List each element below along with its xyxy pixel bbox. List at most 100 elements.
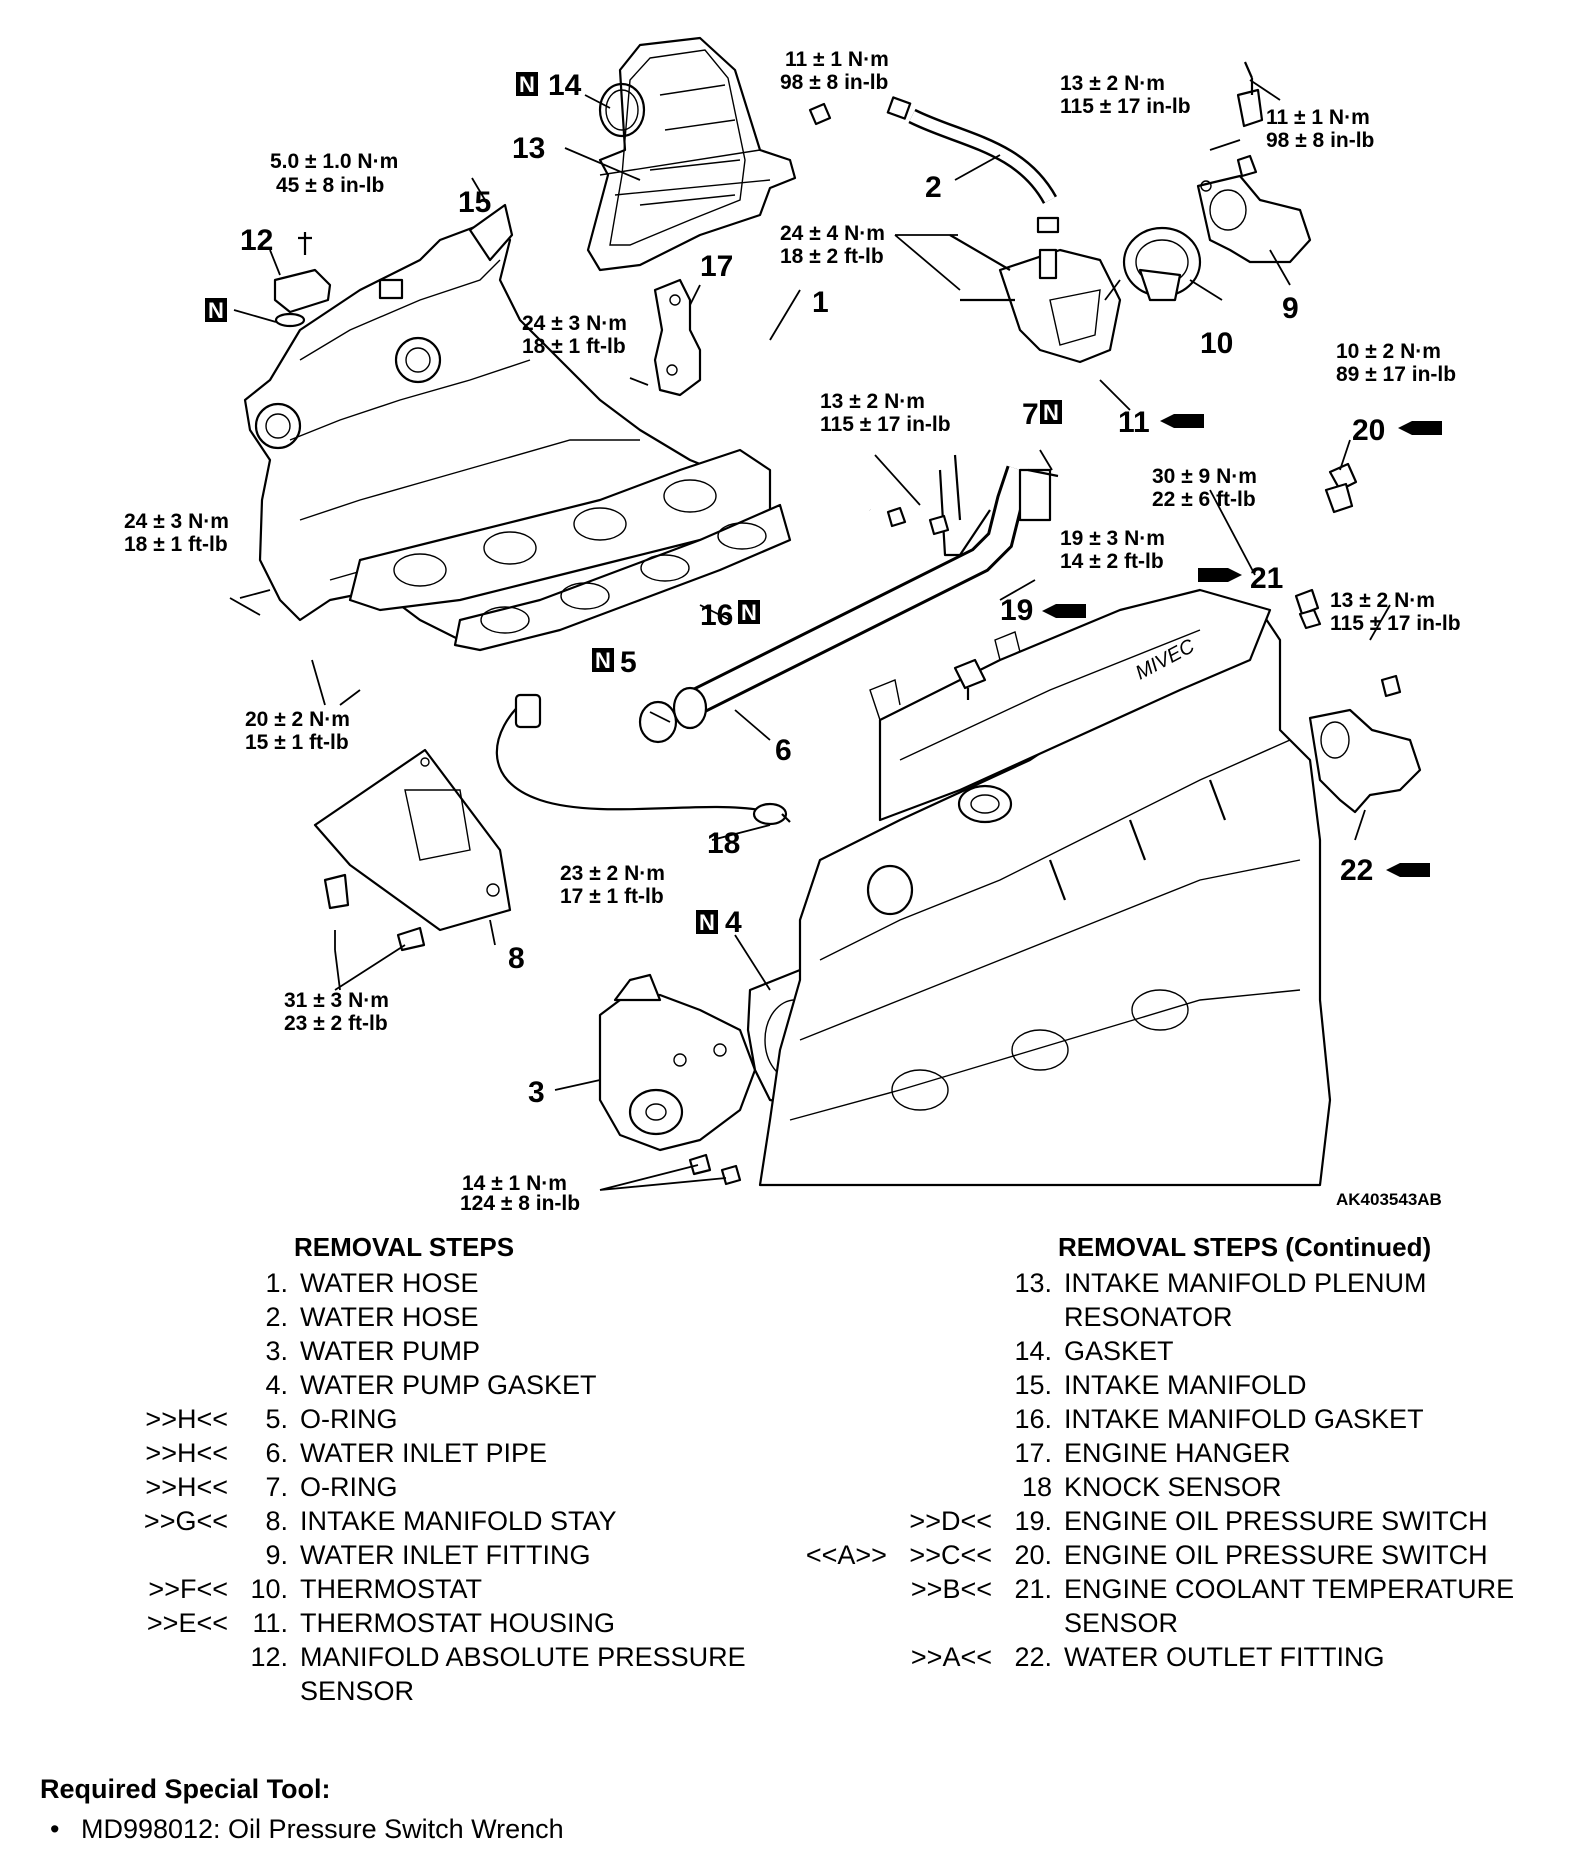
- torque-bracket-inlb: 115 ± 17 in-lb: [1060, 95, 1191, 118]
- list-item-continued: RESONATOR: [1064, 1302, 1233, 1332]
- list-item: 14.GASKET: [1014, 1336, 1174, 1366]
- bracket-bolts: [1236, 61, 1264, 178]
- list-item: 13.INTAKE MANIFOLD PLENUM: [1014, 1268, 1427, 1298]
- list-item: 16.INTAKE MANIFOLD GASKET: [1014, 1404, 1424, 1434]
- figure-id: AK403543AB: [1336, 1190, 1442, 1209]
- callout-22: 22: [1340, 854, 1373, 887]
- gasket-14: [598, 82, 646, 138]
- torque-pump-nm: 14 ± 1 N·m: [462, 1172, 567, 1195]
- list-item: >>D<<19.ENGINE OIL PRESSURE SWITCH: [909, 1506, 1488, 1536]
- callout-20: 20: [1352, 414, 1385, 447]
- list-item: 17.ENGINE HANGER: [1014, 1438, 1291, 1468]
- callout-numbers: 1 2 3 4 5 6 7 8 9 10 11 12 13 14 15 16 1…: [240, 69, 1385, 1109]
- water-hose-2: [909, 111, 1055, 203]
- list-item: >>H<<6.WATER INLET PIPE: [145, 1438, 548, 1468]
- callout-21: 21: [1250, 562, 1283, 595]
- n-mark-7: N: [1043, 400, 1059, 425]
- thermostat-housing: [949, 234, 1122, 364]
- thermostat: [1122, 226, 1202, 302]
- callout-12: 12: [240, 224, 273, 257]
- callout-17: 17: [700, 250, 733, 283]
- torque-map-nm: 5.0 ± 1.0 N·m: [270, 150, 398, 173]
- torque-bracket-nm: 13 ± 2 N·m: [1060, 72, 1165, 95]
- torque-outlet-nm: 13 ± 2 N·m: [1330, 589, 1435, 612]
- n-mark-14: N: [519, 72, 535, 97]
- torque-ect-ftlb: 22 ± 6 ft-lb: [1152, 488, 1256, 511]
- torque-sw19-ftlb: 14 ± 2 ft-lb: [1060, 550, 1164, 573]
- torque-thermo-ftlb: 18 ± 2 ft-lb: [780, 245, 884, 268]
- new-part-markers: N N N N N N: [205, 72, 1062, 935]
- callout-5: 5: [620, 646, 637, 679]
- callout-3: 3: [528, 1076, 545, 1109]
- callout-10: 10: [1200, 327, 1233, 360]
- torque-hanger-nm: 24 ± 3 N·m: [522, 312, 627, 335]
- torque-sw19-nm: 19 ± 3 N·m: [1060, 527, 1165, 550]
- torque-pump-inlb: 124 ± 8 in-lb: [460, 1192, 581, 1215]
- torque-nut-ftlb: 15 ± 1 ft-lb: [245, 731, 349, 754]
- callout-11: 11: [1118, 406, 1150, 439]
- water-inlet-pipe: [672, 454, 1052, 730]
- torque-nut-nm: 20 ± 2 N·m: [245, 708, 350, 731]
- list-item: 1.WATER HOSE: [265, 1268, 479, 1298]
- list-item: 12.MANIFOLD ABSOLUTE PRESSURE: [250, 1642, 746, 1672]
- torque-thermo-nm: 24 ± 4 N·m: [780, 222, 885, 245]
- torque-specs: 11 ± 1 N·m 98 ± 8 in-lb 13 ± 2 N·m 115 ±…: [124, 48, 1461, 1195]
- list-item: >>E<<11.THERMOSTAT HOUSING: [146, 1608, 616, 1638]
- list-item: 2.WATER HOSE: [265, 1302, 479, 1332]
- torque-stay-nm: 31 ± 3 N·m: [284, 989, 389, 1012]
- callout-15: 15: [458, 186, 491, 219]
- list-item: >>H<<7.O-RING: [145, 1472, 398, 1502]
- n-mark-5: N: [595, 648, 611, 673]
- o-ring-7: [1027, 468, 1059, 478]
- torque-hanger-ftlb: 18 ± 1 ft-lb: [522, 335, 626, 358]
- torque-sw20-inlb: 89 ± 17 in-lb: [1336, 363, 1456, 386]
- map-sensor: [273, 232, 332, 328]
- torque-far-nm: 11 ± 1 N·m: [1266, 106, 1370, 129]
- callout-13: 13: [512, 132, 545, 165]
- exploded-parts-diagram: MIVEC: [124, 36, 1461, 1195]
- coolant-temp-sensor: [1294, 588, 1322, 630]
- water-inlet-fitting: [1196, 174, 1312, 264]
- callout-6: 6: [775, 734, 792, 767]
- callout-19: 19: [1000, 594, 1033, 627]
- engine-hanger: [653, 278, 702, 397]
- manifold-runners: [348, 448, 772, 612]
- list-item: 3.WATER PUMP: [265, 1336, 480, 1366]
- o-ring-5: [638, 700, 678, 744]
- torque-manifold-left-nm: 24 ± 3 N·m: [124, 510, 229, 533]
- n-mark-4: N: [699, 910, 715, 935]
- torque-top-hose-inlb: 98 ± 8 in-lb: [780, 71, 888, 94]
- torque-manifold-left-ftlb: 18 ± 1 ft-lb: [124, 533, 228, 556]
- callout-18: 18: [707, 827, 740, 860]
- removal-steps-title: REMOVAL STEPS: [294, 1232, 515, 1262]
- list-item: 15.INTAKE MANIFOLD: [1014, 1370, 1307, 1400]
- knock-sensor: [495, 693, 791, 826]
- leader-lines: [229, 79, 1391, 1191]
- engine-cylinder-head: MIVEC: [758, 588, 1332, 1187]
- torque-stay-ftlb: 23 ± 2 ft-lb: [284, 1012, 388, 1035]
- callout-9: 9: [1282, 292, 1299, 325]
- removal-steps-continued-list: REMOVAL STEPS (Continued) 13.INTAKE MANI…: [806, 1230, 1514, 1674]
- list-item: >>F<<10.THERMOSTAT: [148, 1574, 482, 1604]
- torque-map-inlb: 45 ± 8 in-lb: [276, 174, 384, 197]
- torque-outlet-inlb: 115 ± 17 in-lb: [1330, 612, 1461, 635]
- callout-8: 8: [508, 942, 525, 975]
- water-pump: [598, 973, 757, 1186]
- torque-knock-ftlb: 17 ± 1 ft-lb: [560, 885, 664, 908]
- callout-1: 1: [812, 286, 829, 319]
- torque-ect-nm: 30 ± 9 N·m: [1152, 465, 1257, 488]
- list-item: >>A<<22.WATER OUTLET FITTING: [910, 1642, 1385, 1672]
- special-tool-item: • MD998012: Oil Pressure Switch Wrench: [50, 1814, 564, 1845]
- removal-steps-list: REMOVAL STEPS 1.WATER HOSE 2.WATER HOSE …: [144, 1230, 746, 1708]
- list-item: >>H<<5.O-RING: [145, 1404, 398, 1434]
- callout-14: 14: [548, 69, 582, 102]
- n-mark-12: N: [208, 298, 224, 323]
- callout-4: 4: [725, 906, 742, 939]
- torque-knock-nm: 23 ± 2 N·m: [560, 862, 665, 885]
- list-item: 4.WATER PUMP GASKET: [265, 1370, 597, 1400]
- intake-manifold-stay: [313, 748, 512, 952]
- torque-top-hose-nm: 11 ± 1 N·m: [785, 48, 889, 71]
- water-outlet-fitting: [1308, 674, 1422, 814]
- callout-16: 16: [700, 599, 733, 632]
